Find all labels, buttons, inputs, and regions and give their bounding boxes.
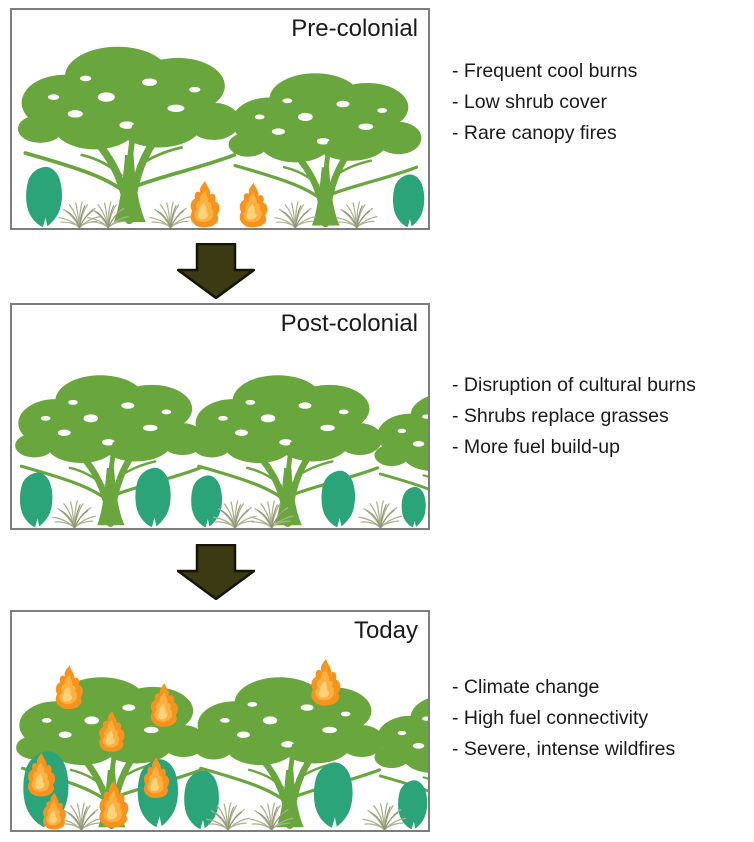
bullet-item: - More fuel build-up: [452, 436, 620, 458]
shrub-icon: [191, 475, 222, 528]
shrub-icon: [135, 467, 171, 528]
grass-icon: [51, 500, 97, 528]
grass-icon: [57, 201, 101, 228]
bullet-item: - High fuel connectivity: [452, 707, 649, 729]
shrub-icon: [392, 174, 425, 228]
shrub-icon: [313, 762, 353, 828]
panel-post-colonial: Post-colonial: [10, 303, 430, 530]
down-arrow-icon: [177, 243, 255, 299]
shrub-icon: [401, 486, 426, 528]
bullet-item: - Disruption of cultural burns: [452, 374, 696, 396]
fire-icon: [55, 665, 83, 710]
panel-title-post-colonial: Post-colonial: [280, 310, 418, 337]
pre-colonial-scene-illustration: [12, 10, 425, 228]
post-colonial-scene-illustration: [12, 305, 428, 528]
panel-today: Today: [10, 610, 430, 832]
bullet-item: - Climate change: [452, 676, 600, 698]
bullet-item: - Low shrub cover: [452, 91, 607, 113]
bullet-list-pre-colonial: - Frequent cool burns - Low shrub cover - …: [452, 56, 752, 149]
panel-title-today: Today: [353, 617, 418, 644]
tree-icon: [194, 677, 384, 827]
panel-pre-colonial: Pre-colonial: [10, 8, 430, 230]
grass-icon: [58, 802, 104, 830]
shrub-icon: [321, 470, 356, 528]
bullet-item: - Rare canopy fires: [452, 122, 617, 144]
grass-icon: [273, 201, 317, 228]
fire-icon: [239, 182, 268, 228]
bullet-item: - Shrubs replace grasses: [452, 405, 669, 427]
shrub-icon: [398, 780, 428, 830]
shrub-icon: [19, 472, 53, 528]
today-scene-illustration: [12, 659, 428, 830]
panel-title-pre-colonial: Pre-colonial: [291, 15, 418, 42]
grass-icon: [149, 201, 192, 228]
fire-icon: [311, 659, 341, 706]
shrub-icon: [26, 166, 62, 228]
bullet-list-today: - Climate change - High fuel connectivity…: [452, 672, 752, 765]
bullet-list-post-colonial: - Disruption of cultural burns - Shrubs r…: [452, 370, 752, 463]
grass-icon: [358, 500, 403, 528]
bullet-item: - Frequent cool burns: [452, 60, 638, 82]
grass-icon: [335, 201, 379, 228]
fire-icon: [190, 180, 220, 228]
bullet-item: - Severe, intense wildfires: [452, 738, 676, 760]
down-arrow-icon: [177, 544, 255, 600]
